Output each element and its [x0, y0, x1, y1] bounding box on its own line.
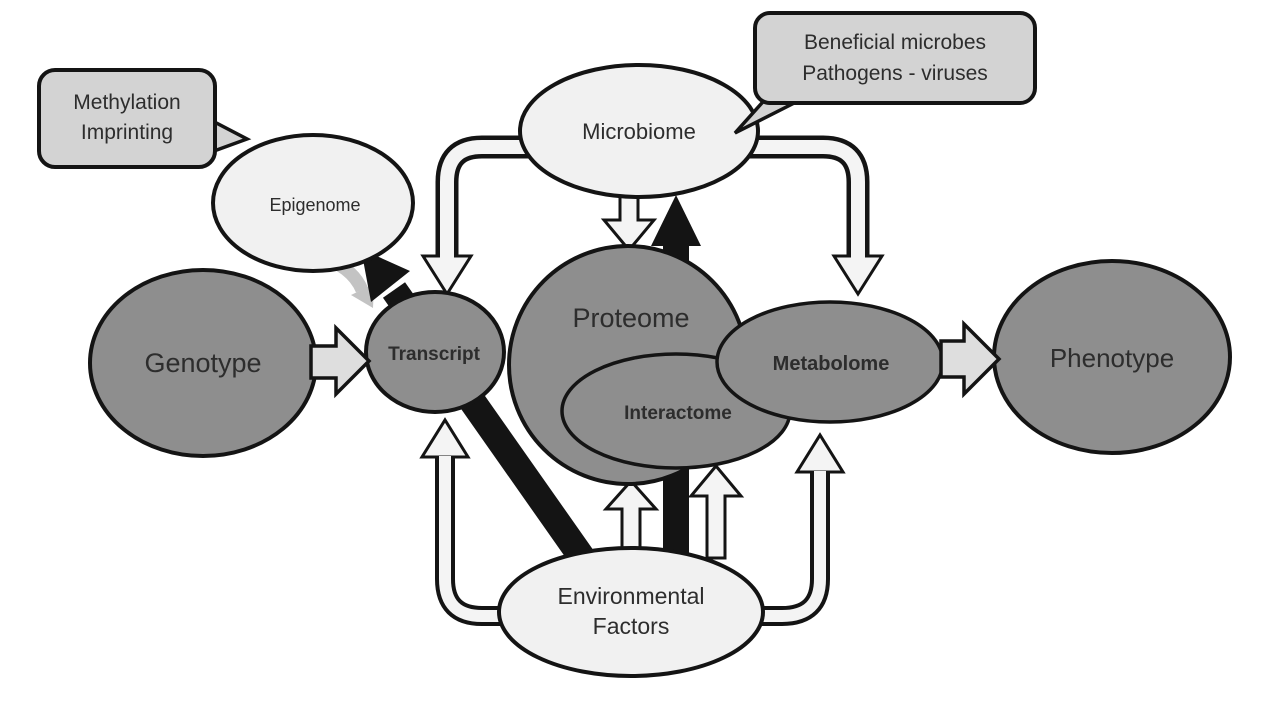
genotype-label: Genotype	[144, 348, 261, 378]
epigenome-ellipse	[211, 133, 415, 273]
callout-microbes: Beneficial microbes Pathogens - viruses	[733, 11, 1037, 135]
arrow-envfactors-to-metabolome	[748, 432, 846, 626]
arrow-microbiome-to-transcript	[420, 135, 545, 297]
callout-methylation-line1: Methylation	[73, 91, 180, 114]
node-metabolome: Metabolome	[715, 300, 945, 424]
environmental-factors-label-line1: Environmental	[557, 583, 704, 609]
metabolome-label: Metabolome	[773, 353, 890, 375]
callout-methylation: Methylation Imprinting	[37, 68, 252, 169]
transcript-label: Transcript	[388, 344, 481, 365]
microbiome-ellipse	[518, 63, 760, 199]
arrow-envfactors-to-transcript	[419, 417, 515, 626]
arrow-microbiome-to-metabolome	[735, 135, 885, 297]
node-epigenome: Epigenome	[211, 133, 415, 273]
epigenome-label: Epigenome	[269, 195, 360, 215]
node-environmental-factors: Environmental Factors	[497, 546, 765, 678]
proteome-label: Proteome	[572, 303, 689, 333]
callout-microbes-box	[753, 11, 1037, 105]
phenotype-label: Phenotype	[1050, 343, 1174, 373]
callout-microbes-line1: Beneficial microbes	[804, 31, 986, 54]
node-genotype: Genotype	[88, 268, 318, 458]
microbiome-label: Microbiome	[582, 119, 696, 144]
arrow-metabolome-to-phenotype	[939, 319, 1002, 399]
node-layer: Genotype Proteome Interactome Metabolome…	[88, 63, 1232, 678]
arrow-genotype-to-transcript	[309, 323, 372, 399]
environmental-factors-ellipse	[497, 546, 765, 678]
block-arrow-layer	[309, 319, 1002, 399]
node-phenotype: Phenotype	[992, 259, 1232, 455]
node-microbiome: Microbiome	[518, 63, 760, 199]
interactome-label: Interactome	[624, 403, 732, 424]
node-transcript: Transcript	[364, 290, 506, 414]
callout-methylation-box	[37, 68, 217, 169]
arrow-envfactors-to-interactome	[687, 463, 745, 560]
environmental-factors-label-line2: Factors	[593, 613, 670, 639]
transcript-ellipse	[364, 290, 506, 414]
callout-microbes-line2: Pathogens - viruses	[802, 62, 988, 85]
callout-methylation-line2: Imprinting	[81, 121, 173, 144]
